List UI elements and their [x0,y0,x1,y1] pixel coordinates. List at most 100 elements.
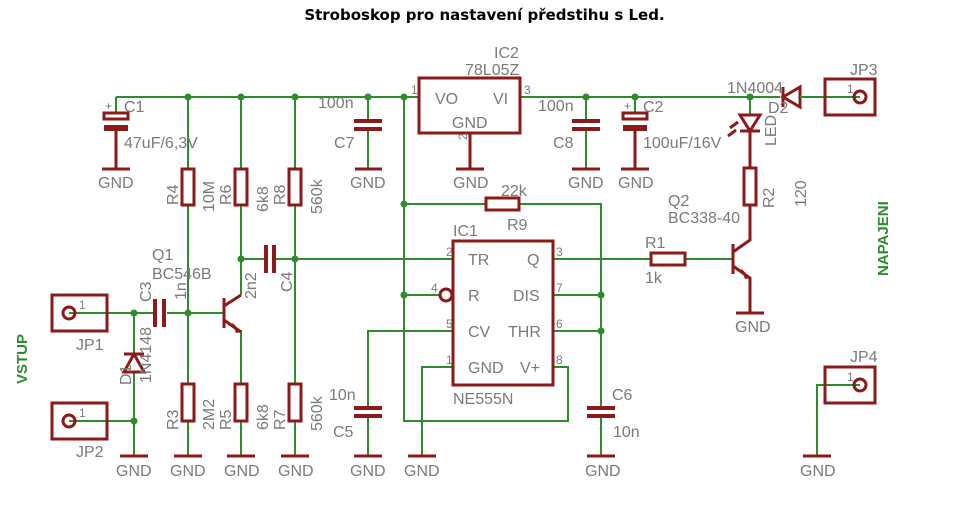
d2-value: 1N4004 [727,80,783,97]
ic1-pin-q: Q [527,252,539,269]
connectors [50,77,877,441]
ic1-pin-gnd: GND [468,360,504,377]
gnd-label: GND [350,175,386,192]
jp4-pin: 1 [847,370,854,384]
gnd-label: GND [350,463,386,480]
r7-name: R7 [272,409,289,430]
r7-value: 560k [309,395,326,431]
transistor-q1 [222,293,242,334]
ic2-name: IC2 [494,45,519,62]
wires [69,96,860,456]
ic1-pin-vplus: V+ [520,360,540,377]
r9-name: R9 [507,217,528,234]
r5-name: R5 [218,409,235,430]
c6-value: 10n [613,424,640,441]
ic2-pin-gnd: GND [452,115,488,132]
c2-value: 100uF/16V [643,135,722,152]
c8-value: 100n [538,98,574,115]
gnd-label: GND [98,175,134,192]
c5-name: C5 [333,424,354,441]
ic1-pin-cv: CV [468,324,491,341]
gnd-label: GND [278,463,314,480]
transistor-q2 [731,205,752,313]
c3-value: 1n [173,282,190,300]
c6-name: C6 [612,387,633,404]
jp1-pin: 1 [79,298,86,312]
capacitor-c2: + [621,99,649,169]
ic1-pin-5: 5 [446,317,453,331]
c2-plus: + [624,99,631,113]
q1-value: BC546B [152,266,212,283]
r4-name: R4 [165,184,182,205]
diode-d1 [121,350,147,374]
ic1-pin-6: 6 [556,317,563,331]
c4-value: 2n2 [243,272,260,299]
ic1-pin-7: 7 [556,281,563,295]
gnd-label: GND [618,175,654,192]
gnd-bars [102,167,831,458]
ic2-pin-2: 2 [456,133,470,140]
jp3-pin: 1 [847,82,854,96]
r2-value: 120 [793,180,810,207]
gnd-label: GND [170,463,206,480]
ic2-box [417,76,522,169]
ic2-value: 78L05Z [465,62,519,79]
d2-name: D2 [768,100,789,117]
ic1-pin-thr: THR [508,324,541,341]
ic1-pin-1: 1 [446,353,453,367]
r5-value: 6k8 [255,404,272,430]
jp4-name: JP4 [850,349,878,366]
net-label-vstup: VSTUP [14,334,31,384]
ic1-name: IC1 [453,223,478,240]
gnd-label: GND [453,175,489,192]
diode-d2 [780,84,815,110]
c1-name: C1 [124,99,145,116]
ic1-box [438,239,555,387]
net-label-napajeni: NAPAJENI [875,201,892,276]
ic2-pin-1: 1 [411,83,418,97]
gnd-label: GND [735,319,771,336]
gnd-label: GND [404,463,440,480]
gnd-label: GND [116,463,152,480]
d1-name: D1 [118,364,135,385]
q2-value: BC338-40 [668,210,740,227]
d1-value: 1N4148 [138,327,155,383]
junctions [130,93,754,425]
r3-value: 2M2 [201,399,218,430]
r9-value: 22k [501,183,528,200]
ic2-pin-vi: VI [493,91,508,108]
gnd-labels: GND GND GND GND GND GND GND GND GND GND … [98,175,836,480]
part-labels: C1 47uF/6,3V 100n C7 R4 10M R6 6k8 R8 56… [14,45,892,461]
c8-name: C8 [553,135,574,152]
jp2-pin: 1 [79,406,86,420]
r2-name: R2 [761,187,778,208]
r1-name: R1 [645,235,666,252]
schematic-title: Stroboskop pro nastavení předstihu s Led… [304,6,665,24]
q1-name: Q1 [152,247,173,264]
r8-name: R8 [272,184,289,205]
c4-name: C4 [279,271,296,292]
r6-name: R6 [218,184,235,205]
jp2-name: JP2 [76,444,104,461]
c5-value: 10n [329,387,356,404]
jp1-name: JP1 [76,337,104,354]
c3-name: C3 [138,281,155,302]
jp3-name: JP3 [850,62,878,79]
ic2-pin-3: 3 [524,83,531,97]
led [727,113,763,168]
capacitors [153,119,615,456]
ic1-pin-3: 3 [556,245,563,259]
gnd-label: GND [800,463,836,480]
led-name: LED [763,115,780,146]
capacitor-c1: + [102,99,130,169]
ic1-pin-r: R [468,288,480,305]
c7-name: C7 [334,135,355,152]
ic1-pin-2: 2 [446,245,453,259]
c2-name: C2 [643,99,664,116]
ic1-value: NE555N [453,391,513,408]
c1-value: 47uF/6,3V [124,135,198,152]
r8-value: 560k [309,178,326,214]
r6-value: 6k8 [255,186,272,212]
gnd-label: GND [224,463,260,480]
